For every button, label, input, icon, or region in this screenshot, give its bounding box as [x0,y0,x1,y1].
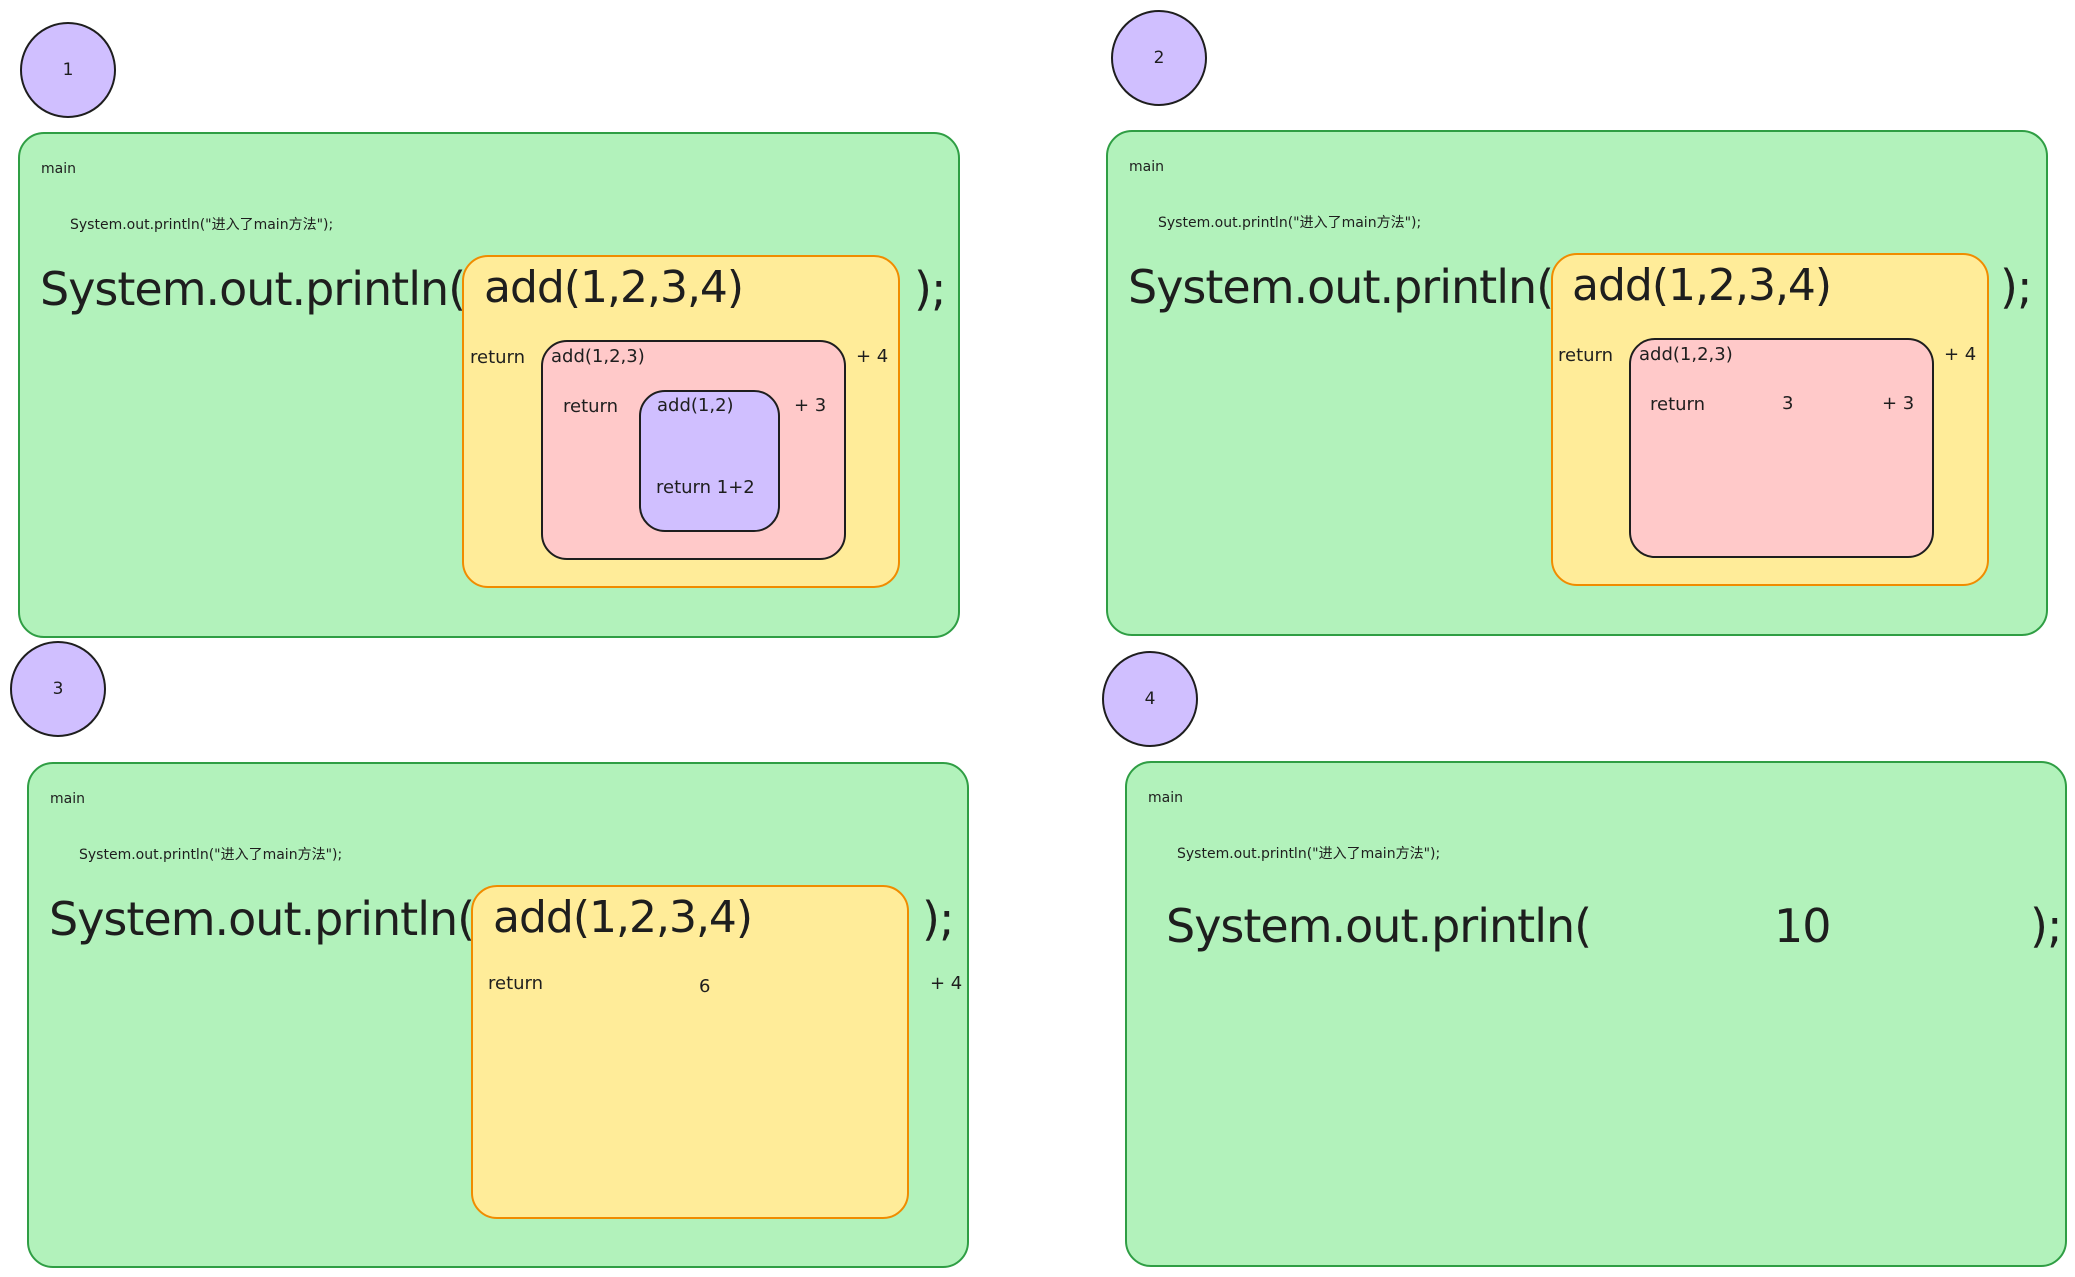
step-4-call-prefix: System.out.println( [1166,899,1592,953]
step-1-add-3-return: return [563,396,619,417]
step-3-call-prefix: System.out.println( [49,892,475,946]
step-2-add-3-return: return [1650,394,1706,415]
step-4-badge: 4 [1102,651,1198,747]
step-2-add-3-call: add(1,2,3) [1639,344,1733,365]
step-2-add-4-call: add(1,2,3,4) [1572,260,1832,311]
step-1-call-prefix: System.out.println( [40,262,466,316]
step-2-call-suffix: ); [2000,260,2032,314]
step-1-call-suffix: ); [914,262,946,316]
step-1-number: 1 [62,60,74,80]
step-3-scope-label: main [50,791,85,807]
step-2-add-3-value: 3 [1782,393,1794,414]
step-1-add-4-return: return [470,347,526,368]
step-1-add-4-plus: + 4 [856,346,889,367]
step-4-number: 4 [1144,689,1156,709]
step-1-add-3-plus: + 3 [794,395,827,416]
step-3-add-4-plus: + 4 [930,973,963,994]
step-2-call-prefix: System.out.println( [1128,260,1554,314]
step-3-number: 3 [52,679,64,699]
step-1-add-2-frame [639,390,780,532]
step-1-add-2-return: return 1+2 [656,477,755,498]
step-2-add-3-plus: + 3 [1882,393,1915,414]
step-3-add-4-frame [471,885,909,1219]
step-3-badge: 3 [10,641,106,737]
step-2-number: 2 [1153,48,1165,68]
step-2-print-line: System.out.println("进入了main方法"); [1158,215,1422,231]
step-1-add-4-call: add(1,2,3,4) [484,262,744,313]
step-4-call-suffix: ); [2030,899,2062,953]
step-3-print-line: System.out.println("进入了main方法"); [79,847,343,863]
step-1-print-line: System.out.println("进入了main方法"); [70,217,334,233]
step-1-scope-label: main [41,161,76,177]
step-3-add-4-value: 6 [699,976,711,997]
step-3-add-4-call: add(1,2,3,4) [493,892,753,943]
step-1-badge: 1 [20,22,116,118]
step-3-add-4-return: return [488,973,544,994]
step-3-call-suffix: ); [922,892,954,946]
step-4-main-frame [1125,761,2067,1267]
step-1-add-3-call: add(1,2,3) [551,346,645,367]
step-2-scope-label: main [1129,159,1164,175]
step-2-add-3-frame [1629,338,1934,558]
step-1-add-2-call: add(1,2) [657,395,734,416]
step-4-result: 10 [1774,899,1832,953]
step-2-badge: 2 [1111,10,1207,106]
step-4-print-line: System.out.println("进入了main方法"); [1177,846,1441,862]
step-4-scope-label: main [1148,790,1183,806]
step-2-add-4-return: return [1558,345,1614,366]
step-2-add-4-plus: + 4 [1944,344,1977,365]
